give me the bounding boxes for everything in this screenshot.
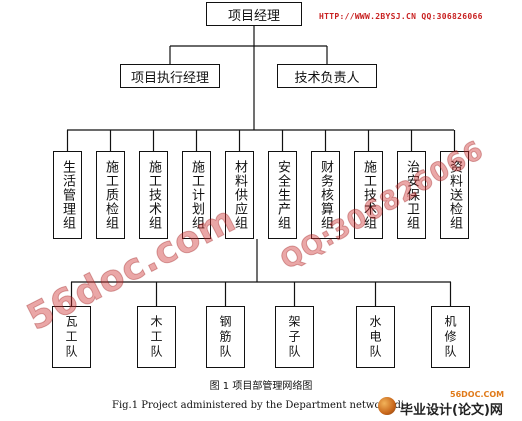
site-logo: 56DOC.COM 毕业设计(论文)网: [378, 390, 520, 418]
node-technical-lead: 技术负责人: [277, 64, 377, 88]
team-label: 机修队: [443, 314, 457, 360]
team-box: 架子队: [275, 306, 314, 368]
logo-name: 毕业设计(论文)网: [400, 403, 503, 418]
group-box: 施工技术组: [139, 151, 168, 239]
team-box: 钢筋队: [206, 306, 245, 368]
group-box: 生活管理组: [53, 151, 82, 239]
team-box: 水电队: [356, 306, 395, 368]
group-box: 治安保卫组: [397, 151, 426, 239]
group-box: 材料供应组: [225, 151, 254, 239]
globe-icon: [378, 397, 396, 415]
group-box: 资料送检组: [440, 151, 469, 239]
group-box: 施工计划组: [182, 151, 211, 239]
group-box: 财务核算组: [311, 151, 340, 239]
team-label: 木工队: [149, 314, 163, 360]
figure-caption-en: Fig.1 Project administered by the Depart…: [112, 400, 405, 411]
group-box: 施工质检组: [96, 151, 125, 239]
team-box: 瓦工队: [52, 306, 91, 368]
team-label: 瓦工队: [64, 314, 78, 360]
team-box: 机修队: [431, 306, 470, 368]
watermark-url: HTTP://WWW.2BYSJ.CN QQ:306826066: [319, 12, 483, 21]
node-project-manager: 项目经理: [206, 2, 302, 26]
team-label: 钢筋队: [218, 314, 232, 360]
group-box: 安全生产组: [268, 151, 297, 239]
figure-caption-cn: 图 1 项目部管理网络图: [209, 381, 313, 392]
group-box: 施工技术组: [354, 151, 383, 239]
team-label: 水电队: [368, 314, 382, 360]
logo-domain: 56DOC.COM: [450, 390, 505, 399]
node-executive-manager: 项目执行经理: [120, 64, 220, 88]
team-box: 木工队: [137, 306, 176, 368]
team-label: 架子队: [287, 314, 301, 360]
